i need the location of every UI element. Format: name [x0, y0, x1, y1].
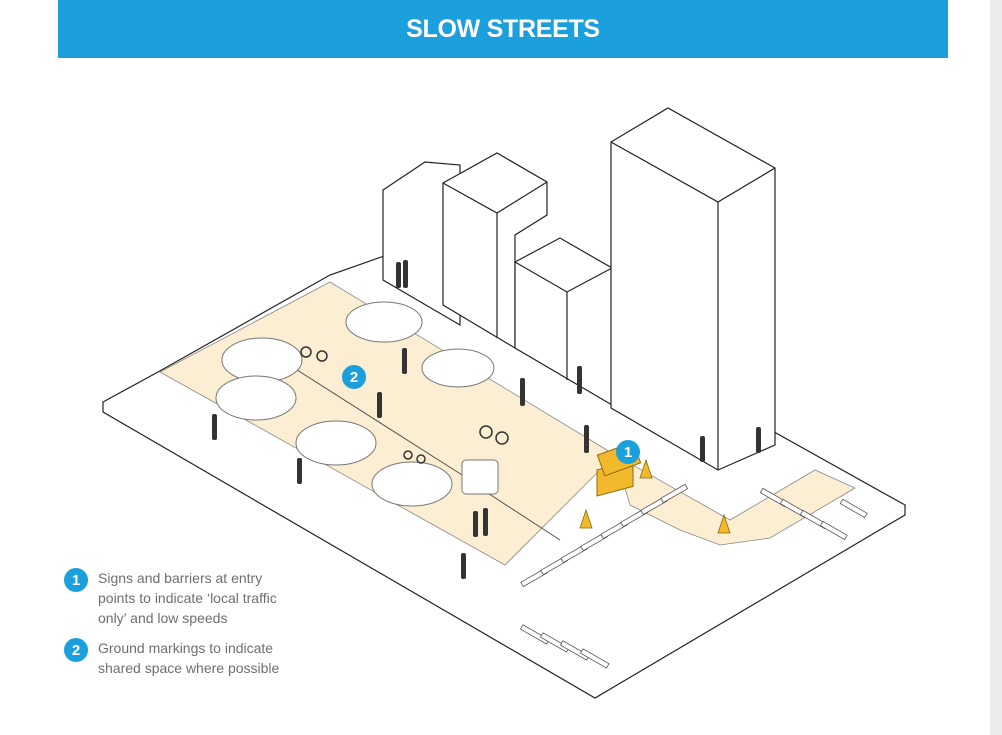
page-edge-shadow: [990, 0, 1002, 735]
building-tower: [610, 107, 776, 471]
svg-text:1: 1: [624, 444, 632, 461]
parked-cars: [215, 301, 499, 507]
cyclists: [300, 346, 509, 464]
title-banner: SLOW STREETS: [58, 0, 948, 58]
svg-text:2: 2: [350, 369, 358, 386]
crosswalk-right: [759, 487, 868, 541]
legend-text: Ground markings to indicate shared space…: [98, 640, 280, 676]
crosswalk-bottom: [520, 483, 689, 588]
legend-item-1: 1 Signs and barriers at entry points to …: [64, 568, 324, 628]
legend-item-2: 2 Ground markings to indicate shared spa…: [64, 638, 324, 678]
legend: 1 Signs and barriers at entry points to …: [64, 568, 324, 688]
legend-badge: 2: [64, 638, 88, 662]
building-step: [514, 237, 613, 407]
crosswalk-left: [519, 624, 610, 669]
building-mid: [442, 152, 548, 350]
page-title: SLOW STREETS: [406, 14, 600, 43]
pedestrians: [212, 260, 761, 579]
legend-text: Signs and barriers at entry points to in…: [98, 570, 277, 626]
marker-2: 2: [342, 365, 366, 389]
legend-badge: 1: [64, 568, 88, 592]
traffic-cones: [579, 458, 731, 534]
marker-1: 1: [616, 440, 640, 464]
